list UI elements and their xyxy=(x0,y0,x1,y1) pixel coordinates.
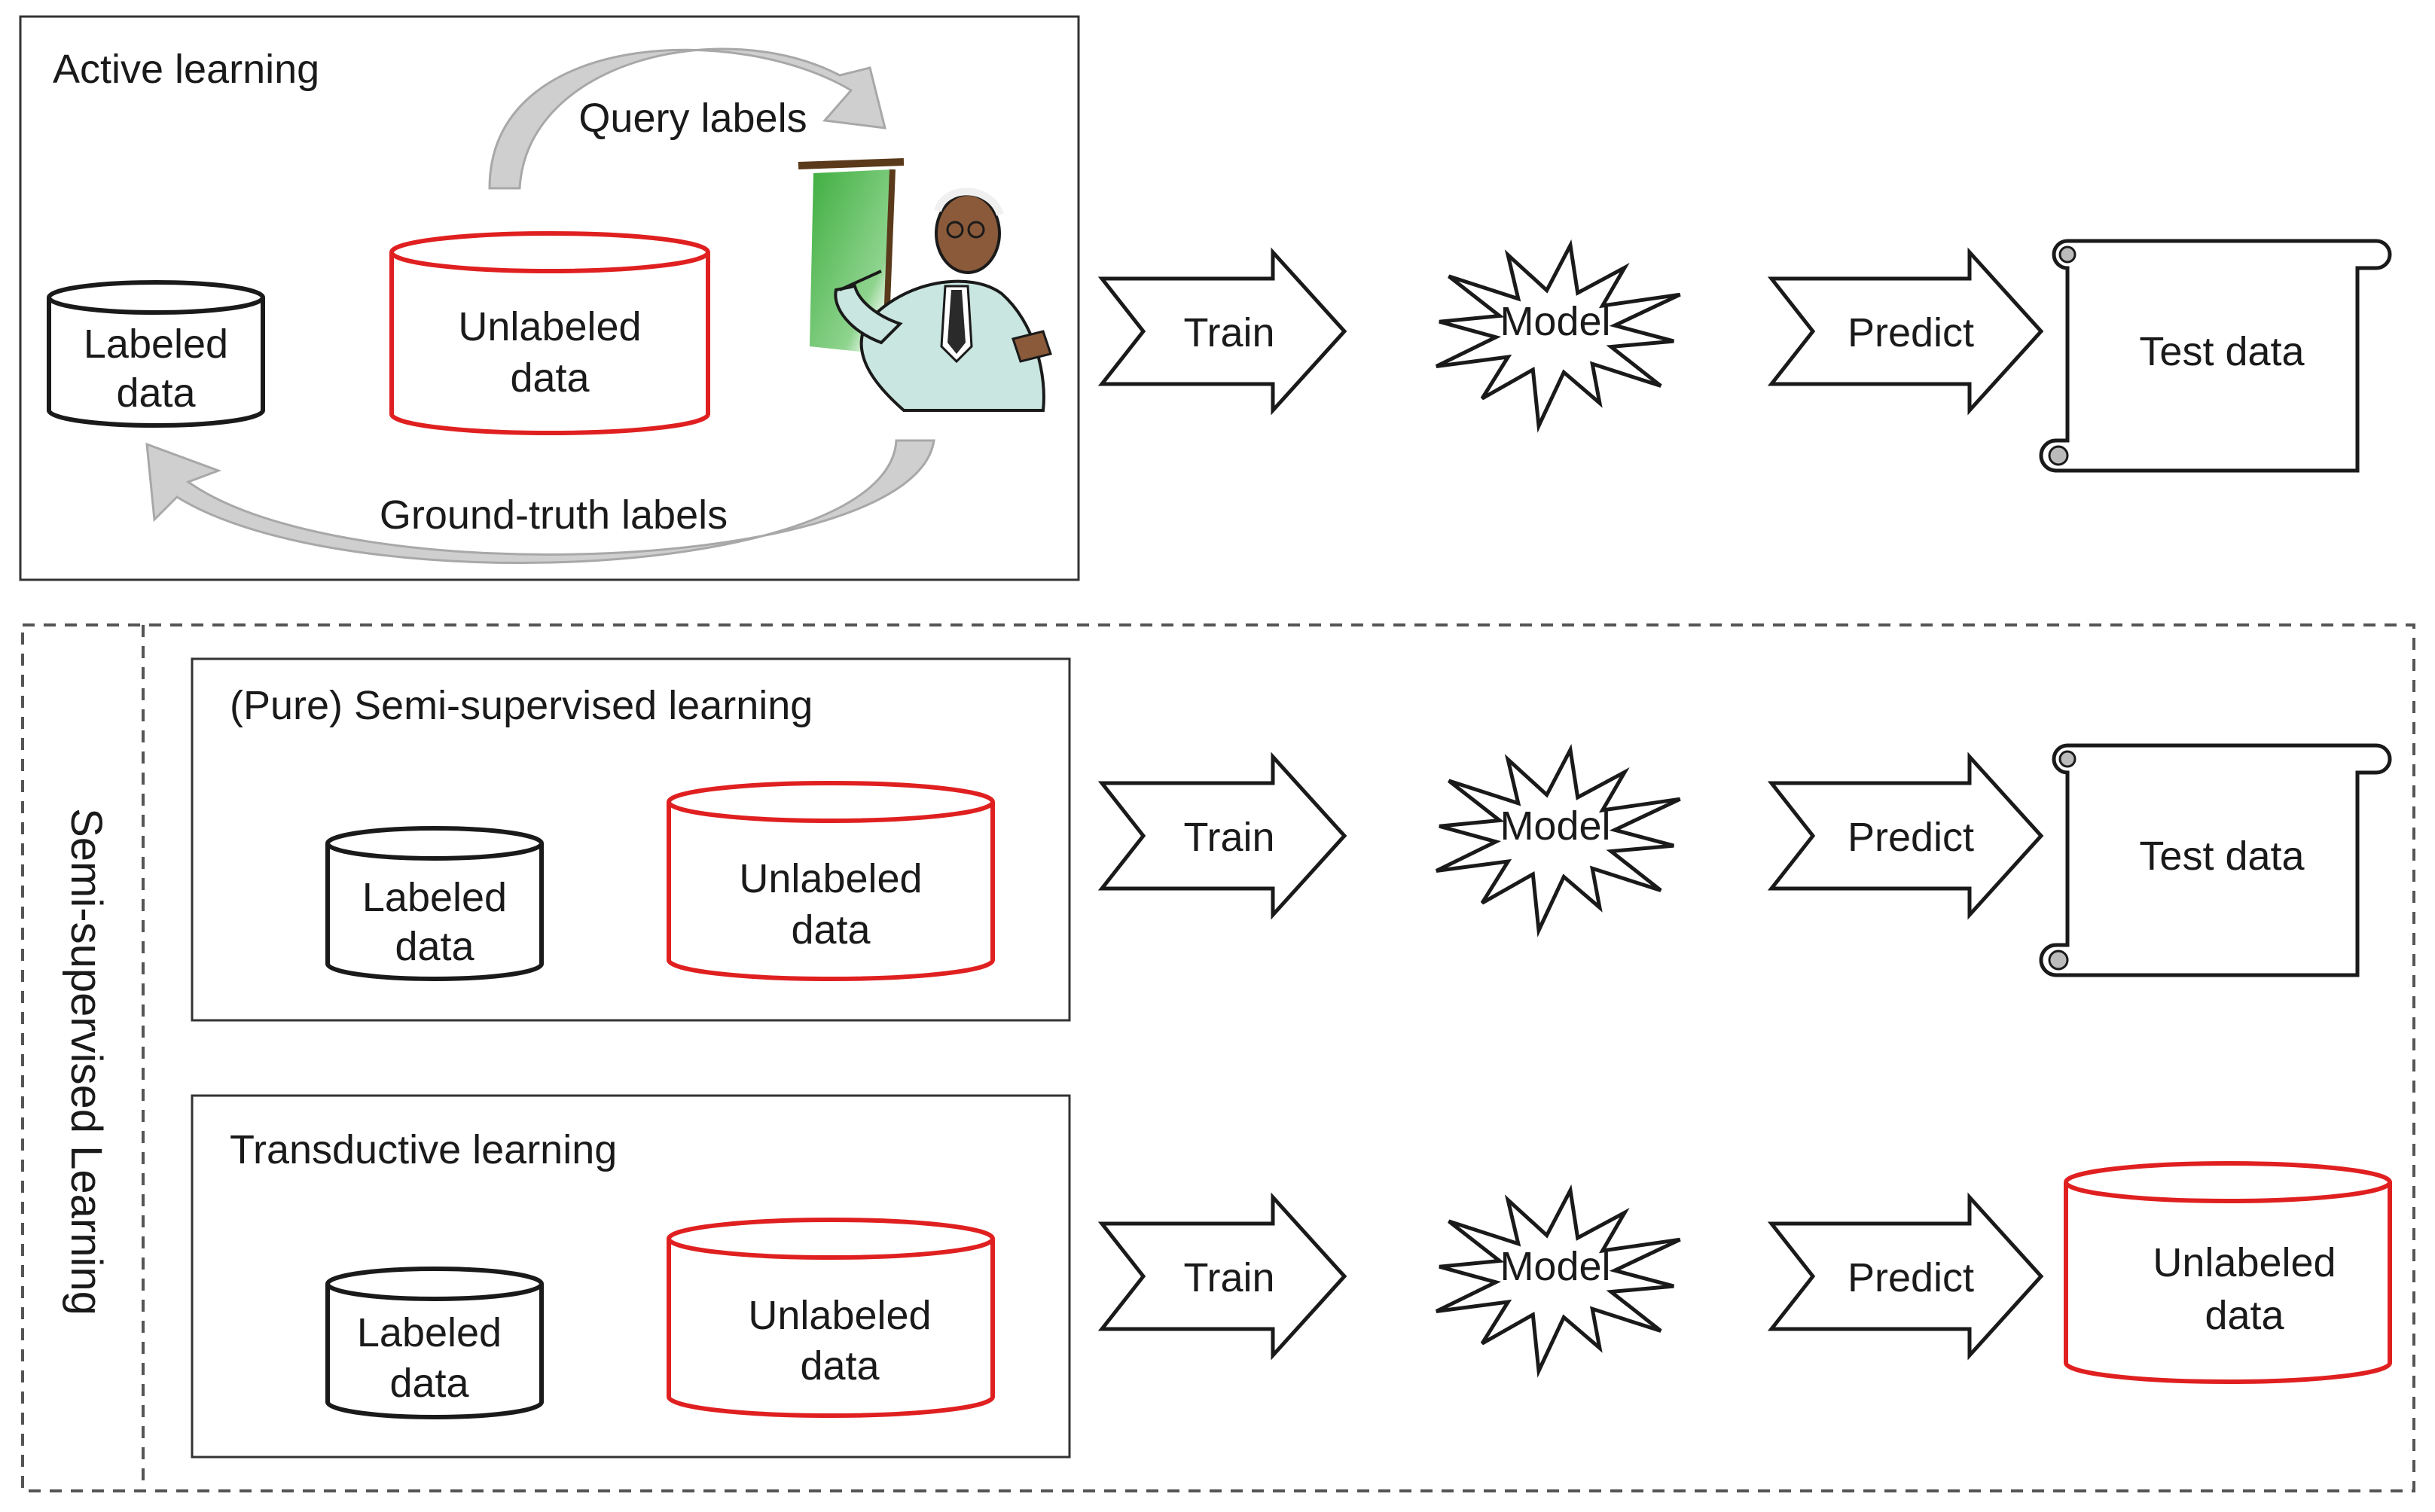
scroll-curl-top xyxy=(2058,245,2076,264)
query-labels-arrow xyxy=(488,47,886,190)
predicted-unlabeled-label-line2: data xyxy=(2205,1293,2284,1338)
active-learning-panel: Active learning Query labels Ground-trut… xyxy=(19,15,1080,581)
test-data-scroll xyxy=(2039,743,2392,977)
labeled-data-cylinder: Labeled data xyxy=(47,280,265,428)
semi-supervised-outer-box xyxy=(21,623,2415,1492)
pipeline-row: Train Model Predict Test data xyxy=(1097,239,2392,473)
train-label: Train xyxy=(1183,310,1274,355)
pure-labeled-data-cylinder: Labeled data xyxy=(325,826,544,981)
predict-label: Predict xyxy=(1848,815,1974,860)
pure-unlabeled-data-label-line2: data xyxy=(791,907,871,953)
transductive-labeled-data-label: Labeled xyxy=(357,1310,502,1355)
unlabeled-data-label-line2: data xyxy=(510,355,590,401)
train-arrow xyxy=(1097,247,1347,416)
pure-labeled-data-label-line2: data xyxy=(395,924,474,969)
labeled-data-label: Labeled xyxy=(84,322,228,367)
test-data-label: Test data xyxy=(2139,329,2305,374)
model-label: Model xyxy=(1500,299,1610,344)
train-label: Train xyxy=(1183,815,1274,860)
predict-arrow xyxy=(1767,247,2044,416)
transductive-unlabeled-data-label: Unlabeled xyxy=(748,1293,931,1338)
predict-arrow xyxy=(1767,1192,2044,1361)
unlabeled-data-cylinder: Unlabeled data xyxy=(389,231,710,435)
predicted-unlabeled-cylinder xyxy=(2064,1182,2392,1384)
scroll-curl-bottom xyxy=(2048,950,2069,971)
transductive-panel: Transductive learning Labeled data Unlab… xyxy=(191,1094,1071,1459)
train-label: Train xyxy=(1183,1255,1274,1300)
scroll-curl-top xyxy=(2058,750,2076,768)
ground-truth-labels-text: Ground-truth labels xyxy=(380,492,728,538)
pure-unlabeled-data-cylinder: Unlabeled data xyxy=(667,781,995,981)
predict-label: Predict xyxy=(1848,1255,1974,1300)
labeled-data-label-line2: data xyxy=(116,370,196,416)
semi-supervised-side-label: Semi-supervised Learning xyxy=(62,808,111,1315)
pure-semi-supervised-panel: (Pure) Semi-supervised learning Labeled … xyxy=(191,657,1071,1022)
teacher-illustration xyxy=(798,158,1052,412)
model-label: Model xyxy=(1500,1244,1610,1289)
test-data-scroll xyxy=(2039,239,2392,473)
scroll-curl-bottom xyxy=(2048,445,2069,466)
model-label: Model xyxy=(1500,803,1610,849)
transductive-title: Transductive learning xyxy=(230,1127,617,1172)
transductive-labeled-data-label-line2: data xyxy=(389,1361,469,1406)
predicted-unlabeled-label: Unlabeled xyxy=(2153,1240,2336,1285)
ground-truth-labels-arrow xyxy=(145,439,935,565)
active-learning-title: Active learning xyxy=(53,47,319,92)
pure-semi-supervised-title: (Pure) Semi-supervised learning xyxy=(230,683,813,728)
query-labels-text: Query labels xyxy=(578,96,807,141)
pure-labeled-data-label: Labeled xyxy=(362,875,507,920)
pipeline-row: Train Model Predict Unlabeled data xyxy=(1097,1161,2392,1384)
pipeline-row: Train Model Predict Test data xyxy=(1097,743,2392,977)
transductive-labeled-data-cylinder: Labeled data xyxy=(325,1267,544,1419)
unlabeled-data-label: Unlabeled xyxy=(458,304,641,349)
predict-label: Predict xyxy=(1848,310,1974,355)
model-starburst xyxy=(1435,1184,1681,1378)
pure-unlabeled-data-label: Unlabeled xyxy=(739,856,922,901)
train-arrow xyxy=(1097,1192,1347,1361)
model-starburst xyxy=(1435,743,1681,937)
predict-arrow xyxy=(1767,751,2044,920)
test-data-label: Test data xyxy=(2139,834,2305,879)
teacher-head xyxy=(935,193,1001,274)
model-starburst xyxy=(1435,239,1681,433)
semi-supervised-group: Semi-supervised Learning (Pure) Semi-sup… xyxy=(21,623,2415,1492)
transductive-unlabeled-data-label-line2: data xyxy=(800,1343,880,1389)
predicted-unlabeled-cylinder-top xyxy=(2064,1161,2392,1203)
transductive-unlabeled-data-cylinder: Unlabeled data xyxy=(667,1218,995,1418)
train-arrow xyxy=(1097,751,1347,920)
